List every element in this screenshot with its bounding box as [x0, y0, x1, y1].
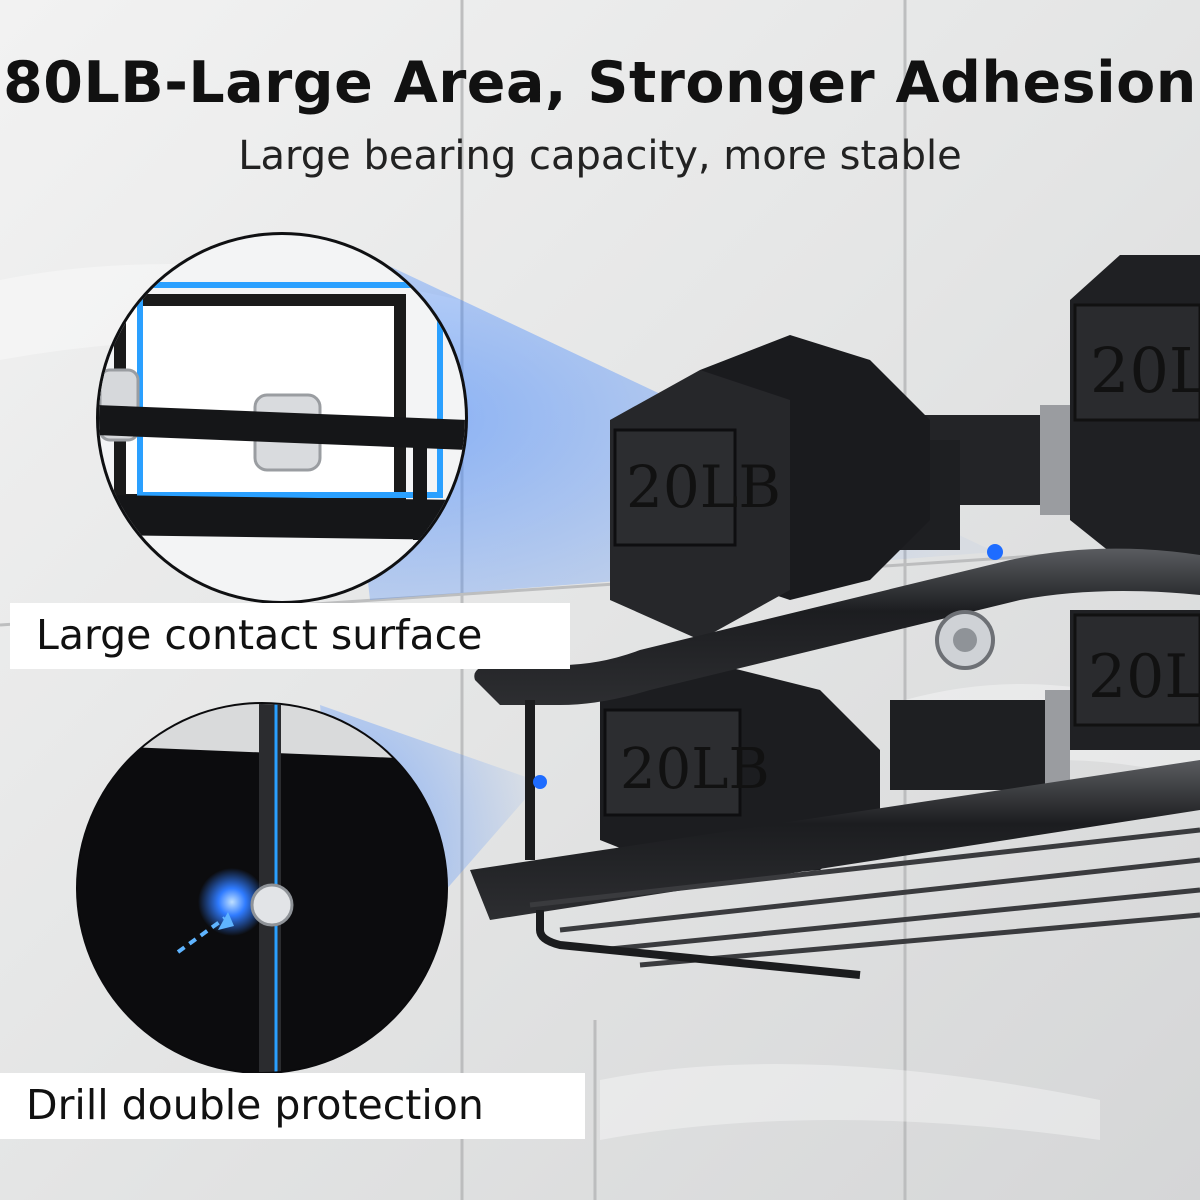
- caption-contact-surface: Large contact surface: [10, 603, 570, 669]
- headline: 80LB-Large Area, Stronger Adhesion: [3, 50, 1197, 116]
- zoom-circle-drill: [76, 702, 448, 1074]
- zoom-circle-contact: [96, 232, 468, 604]
- svg-text:20LB: 20LB: [620, 737, 770, 802]
- dumbbell-front: 20LB: [610, 335, 960, 640]
- subheadline: Large bearing capacity, more stable: [238, 133, 962, 179]
- shower-caddy-rack: [470, 548, 1200, 979]
- svg-text:20LB: 20LB: [1090, 334, 1200, 407]
- svg-text:20LB: 20LB: [1088, 642, 1200, 712]
- highlight-dot-top: [987, 544, 1003, 560]
- highlight-dot-bottom: [533, 775, 547, 789]
- dumbbell-lower-back: 20LB: [890, 610, 1200, 800]
- caption-drill-protection: Drill double protection: [0, 1073, 585, 1139]
- svg-text:20LB: 20LB: [626, 453, 781, 521]
